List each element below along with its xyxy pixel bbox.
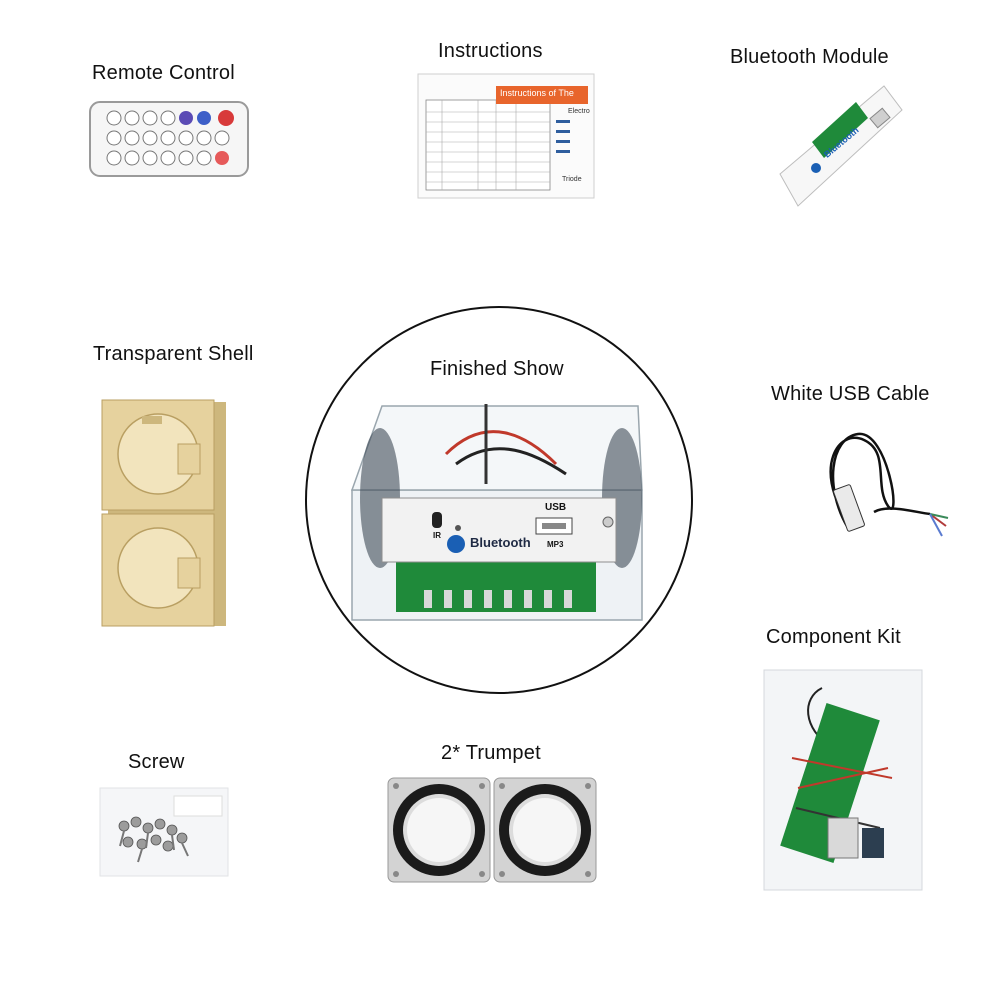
screws-image bbox=[98, 786, 230, 878]
instructions-banner-text: Instructions of The bbox=[500, 88, 574, 98]
usb-cable-image bbox=[818, 428, 952, 558]
trumpet-speakers-image bbox=[384, 774, 600, 886]
finished-show-frame bbox=[305, 306, 693, 694]
remote-control-image bbox=[86, 98, 252, 180]
transparent-shell-image bbox=[98, 398, 230, 630]
label-screw: Screw bbox=[128, 751, 185, 773]
label-transparent-shell: Transparent Shell bbox=[93, 343, 254, 365]
finished-speaker-image: IR USB Bluetooth MP3 bbox=[346, 394, 650, 628]
instructions-col-text-2: Triode bbox=[562, 176, 582, 183]
label-bluetooth-module: Bluetooth Module bbox=[730, 46, 889, 68]
device-usb-label: USB bbox=[545, 502, 567, 513]
label-remote-control: Remote Control bbox=[92, 62, 235, 84]
label-component-kit: Component Kit bbox=[766, 626, 901, 648]
instructions-sheet-image: Instructions of The Electro Triode bbox=[416, 72, 596, 200]
bluetooth-module-image: Bluetooth bbox=[772, 82, 906, 214]
label-instructions: Instructions bbox=[438, 40, 543, 62]
component-kit-image bbox=[762, 668, 924, 892]
label-trumpet: 2* Trumpet bbox=[441, 742, 541, 764]
instructions-col-text-1: Electro bbox=[568, 108, 590, 115]
device-mode-label: MP3 bbox=[547, 540, 564, 549]
device-brand-label: Bluetooth bbox=[470, 535, 531, 550]
device-ir-label: IR bbox=[433, 531, 441, 540]
label-white-usb-cable: White USB Cable bbox=[771, 383, 930, 405]
